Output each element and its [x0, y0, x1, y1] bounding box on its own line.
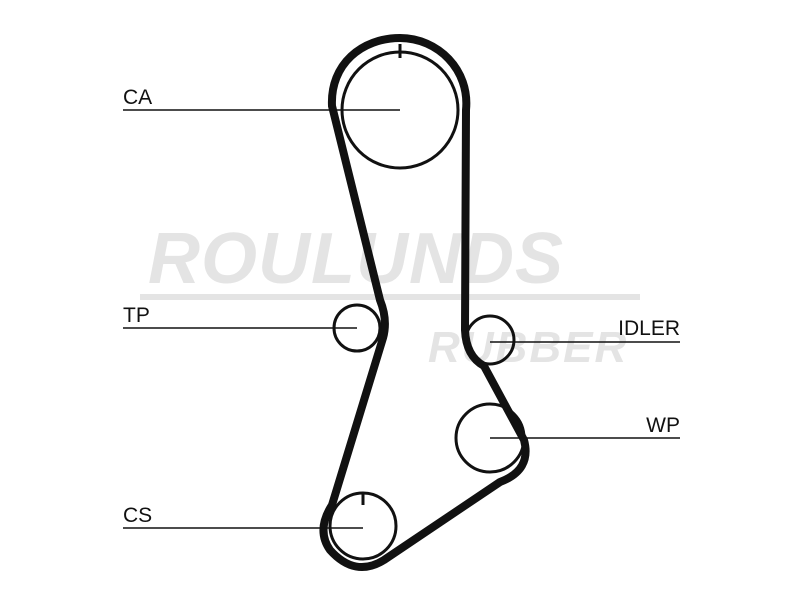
watermark-sub-text: RUBBER	[428, 323, 628, 372]
ca-label: CA	[123, 86, 152, 109]
cs-label: CS	[123, 504, 152, 527]
timing-belt	[319, 34, 530, 571]
watermark: ROULUNDS RUBBER	[140, 219, 640, 372]
tp-label: TP	[123, 304, 150, 327]
crankshaft-pulley	[328, 491, 398, 561]
idler-pulley	[464, 314, 516, 366]
idler-label: IDLER	[618, 317, 680, 340]
wp-label: WP	[646, 414, 680, 437]
watermark-brand-text: ROULUNDS	[148, 219, 564, 299]
